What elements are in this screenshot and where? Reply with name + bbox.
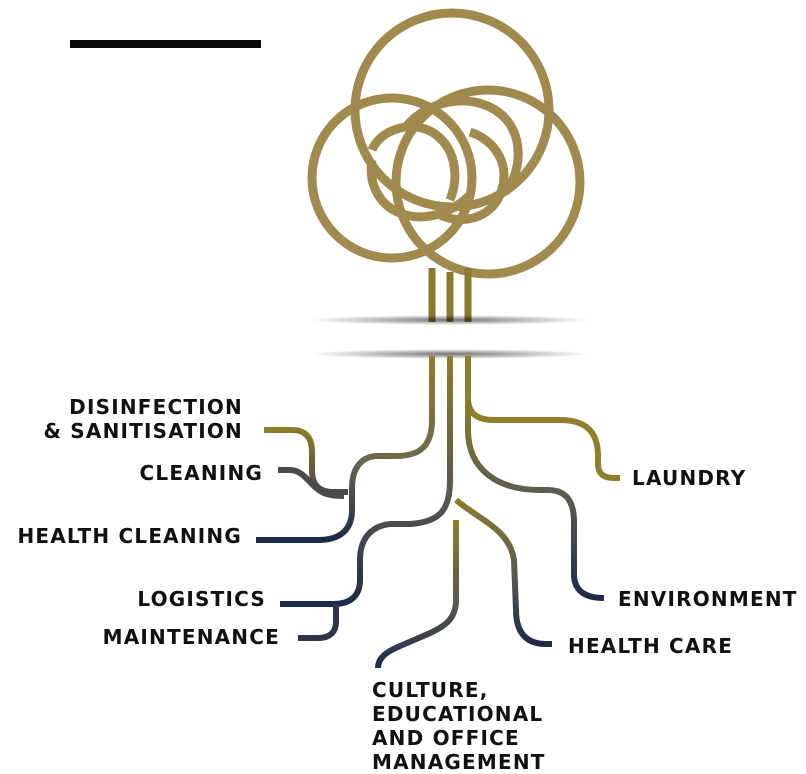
root-laundry <box>468 356 620 478</box>
label-environment: ENVIRONMENT <box>618 587 798 611</box>
label-health-care: HEALTH CARE <box>568 634 733 658</box>
knot-tree-icon <box>312 13 580 274</box>
label-culture-line2: EDUCATIONAL <box>372 702 546 726</box>
label-culture-line3: AND OFFICE <box>372 726 546 750</box>
label-logistics: LOGISTICS <box>60 587 266 611</box>
label-health-cleaning: HEALTH CLEANING <box>6 524 242 548</box>
label-culture-line4: MANAGEMENT <box>372 750 546 774</box>
label-culture-line1: CULTURE, <box>372 678 546 702</box>
trunk-top <box>432 268 468 322</box>
root-disinfection <box>264 430 348 492</box>
roots <box>256 356 620 668</box>
label-laundry: LAUNDRY <box>632 466 746 490</box>
label-cleaning: CLEANING <box>60 461 263 485</box>
label-disinfection-line2: & SANITISATION <box>30 419 243 443</box>
cut-shadow-top <box>310 315 590 325</box>
root-left-main <box>256 356 432 540</box>
label-maintenance: MAINTENANCE <box>60 625 280 649</box>
root-maintenance <box>298 604 336 638</box>
label-disinfection-line1: DISINFECTION <box>30 395 243 419</box>
root-health-care <box>456 500 552 644</box>
accent-bar <box>70 40 261 48</box>
root-environment <box>468 400 604 598</box>
root-culture <box>378 520 456 668</box>
label-disinfection-sanitisation: DISINFECTION & SANITISATION <box>30 395 243 443</box>
label-culture-educational-office-management: CULTURE, EDUCATIONAL AND OFFICE MANAGEME… <box>372 678 546 774</box>
